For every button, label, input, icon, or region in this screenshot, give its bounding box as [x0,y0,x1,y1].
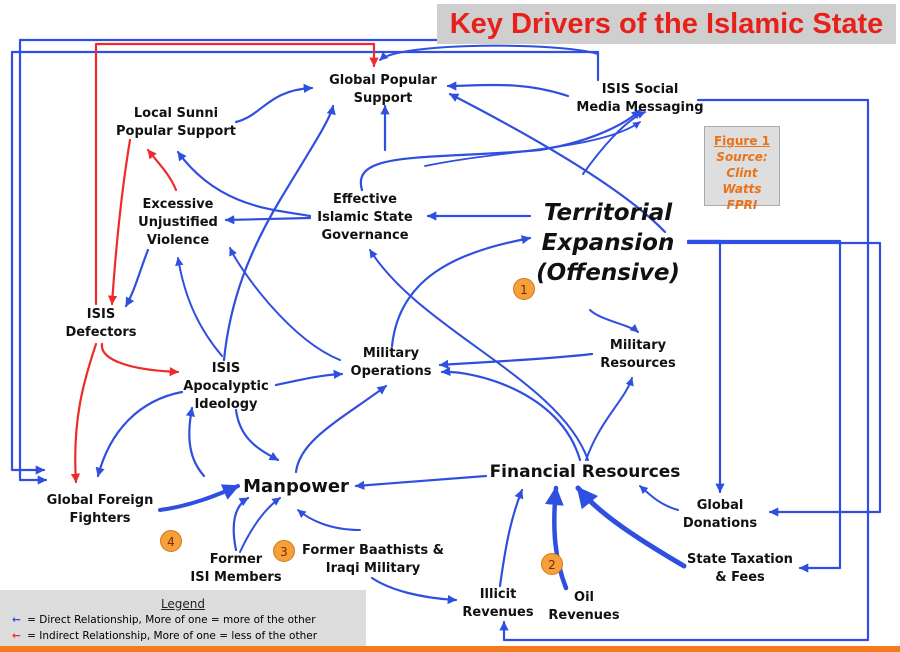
node-former-isi-members: Former ISI Members [190,552,282,585]
node-isis-social-media: ISIS Social Media Messaging [576,82,704,115]
edge-top-loop-to-foreign-2 [18,38,442,485]
figure-source-line: Clint Watts [722,166,762,196]
node-effective-governance: Effective Islamic State Governance [317,192,413,243]
figure-source-line: Source: [716,150,768,164]
node-territorial-expansion: Territorial Expansion (Offensive) [536,200,680,286]
node-former-baathists: Former Baathists & Iraqi Military [302,543,444,576]
edge-local-to-defectors-red [107,138,132,306]
legend-direct: ← = Direct Relationship, More of one = m… [12,614,316,626]
edge-financial-to-manpower [354,474,488,490]
node-financial-resources: Financial Resources [489,462,681,482]
node-illicit-revenues: Illicit Revenues [462,587,534,620]
edge-financial-to-governance [369,249,589,461]
number-badge-1: 1 [513,278,535,300]
edge-ideology-to-foreign [95,390,184,478]
edge-donations-to-financial [639,485,679,511]
blue-arrow-icon: ← [12,614,21,626]
edge-isi-to-manpower [232,496,250,552]
edge-defectors-to-global-red [94,42,379,306]
legend-indirect: ← = Indirect Relationship, More of one =… [12,630,317,642]
diagram-title: Key Drivers of the Islamic State [449,8,884,40]
edge-expansion-to-social [582,110,646,175]
edge-milops-to-violence [229,247,341,361]
node-local-sunni-support: Local Sunni Popular Support [116,106,236,139]
edge-expansion-to-milres [589,309,639,333]
figure-source-line: FPRI [726,198,758,212]
edge-social-to-global [446,81,570,98]
edge-financial-to-milres [585,377,634,461]
edge-illicit-to-financial [498,488,524,588]
node-global-popular-support: Global Popular Support [329,73,437,106]
edge-baathists-to-illicit [370,576,458,605]
edge-governance-to-local [176,150,312,218]
edge-taxation-to-financial [575,485,687,569]
edge-violence-to-defectors [124,248,150,308]
edge-local-to-global [234,83,314,124]
edge-manpower-to-ideology [185,406,206,478]
number-badge-4: 4 [160,530,182,552]
edge-ideology-to-milops [274,369,344,387]
number-badge-2: 2 [541,553,563,575]
edge-ideology-to-global [222,104,336,362]
node-excessive-violence: Excessive Unjustified Violence [138,197,218,248]
edge-social-to-illicit [499,98,870,642]
edge-defectors-to-foreign-red [70,342,98,484]
edge-baathists-to-manpower [297,509,361,531]
node-global-donations: Global Donations [682,498,758,531]
edge-defectors-to-ideology-red [100,342,180,377]
node-state-taxation: State Taxation & Fees [687,552,793,585]
edge-ideology-to-violence [175,257,223,357]
title-banner: Key Drivers of the Islamic State [437,4,896,44]
edge-expansion-to-taxation [686,239,842,573]
node-military-resources: Military Resources [600,338,676,371]
figure-label: Figure 1 [713,134,771,148]
footer-rule [0,646,900,652]
node-manpower: Manpower [243,476,349,497]
legend-title: Legend [160,597,206,611]
node-global-foreign-fighters: Global Foreign Fighters [46,493,154,526]
edge-expansion-to-donations [686,239,725,494]
edge-expansion-to-global [448,92,667,234]
edge-financial-to-milops [440,366,582,462]
legend-box: Legend ← = Direct Relationship, More of … [0,590,366,646]
node-oil-revenues: Oil Revenues [548,590,620,623]
edge-foreign-to-manpower [158,484,240,512]
node-isis-defectors: ISIS Defectors [65,307,137,340]
figure-source-note: Figure 1 Source: Clint Watts FPRI [704,126,780,212]
edge-milops-to-expansion [390,235,532,348]
legend-indirect-label: = Indirect Relationship, More of one = l… [27,630,318,642]
number-badge-3: 3 [273,540,295,562]
edge-top-to-global [379,44,599,61]
edge-global-loop-to-foreign [10,50,600,475]
edge-isi-to-manpower-2 [239,497,281,553]
edge-violence-to-local-red [146,148,178,192]
red-arrow-icon: ← [12,630,21,642]
edge-manpower-to-milops [294,384,388,474]
legend-direct-label: = Direct Relationship, More of one = mor… [27,614,316,626]
edge-milres-to-milops [438,352,594,369]
edge-expansion-to-donations-2 [686,241,882,517]
node-isis-apocalyptic-ideology: ISIS Apocalyptic Ideology [183,361,269,412]
node-military-operations: Military Operations [350,346,432,379]
edge-governance-social-2 [424,121,641,167]
edge-ideology-to-manpower [234,408,280,462]
edge-oil-to-financial [544,485,569,591]
